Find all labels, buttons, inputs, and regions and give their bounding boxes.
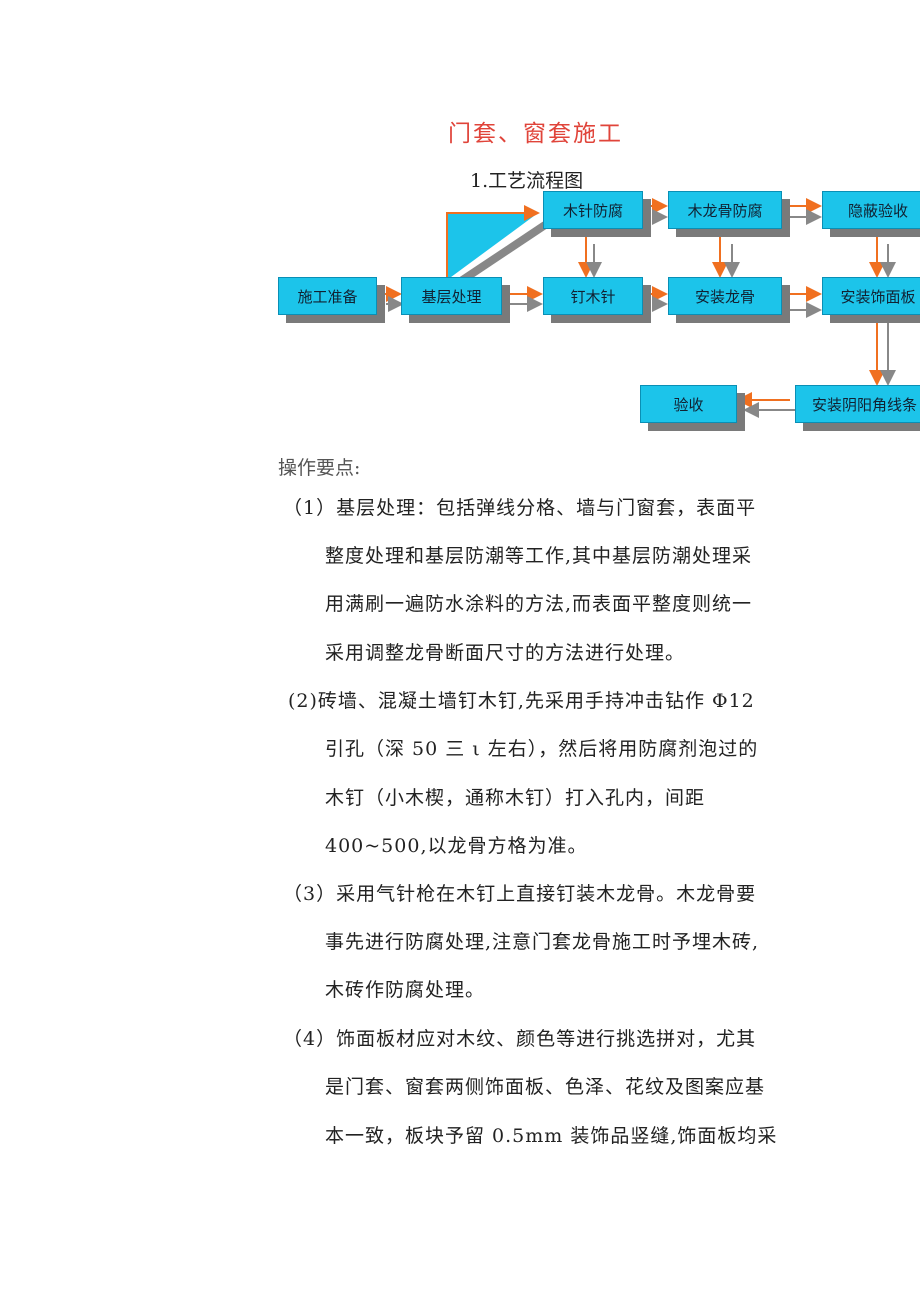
flowchart-caption: 1.工艺流程图 — [470, 170, 584, 192]
flow-node-nail-wood-pins: 钉木针 — [543, 277, 643, 315]
flow-node-keel-anticorrosion: 木龙骨防腐 — [668, 191, 782, 229]
paragraph-line: 本一致，板块予留 0.5mm 装饰品竖缝,饰面板均采 — [325, 1125, 778, 1147]
section-heading: 操作要点: — [278, 457, 361, 479]
flow-node-install-facing-board: 安装饰面板 — [822, 277, 920, 315]
paragraph-line: 整度处理和基层防潮等工作,其中基层防潮处理采 — [325, 545, 753, 567]
flow-node-install-keel: 安装龙骨 — [668, 277, 782, 315]
paragraph-line: (2)砖墙、混凝土墙钉木钉,先采用手持冲击钻作 Φ12 — [288, 690, 755, 712]
paragraph-line: 木砖作防腐处理。 — [325, 979, 486, 1001]
paragraph-line: 采用调整龙骨断面尺寸的方法进行处理。 — [325, 642, 686, 664]
paragraph-line: 引孔（深 50 三 ι 左右），然后将用防腐剂泡过的 — [325, 738, 759, 760]
flow-node-install-corner-lines: 安装阴阳角线条 — [795, 385, 920, 423]
paragraph-line: 400~500,以龙骨方格为准。 — [325, 835, 588, 857]
flow-node-preparation: 施工准备 — [278, 277, 377, 315]
paragraph-line: 是门套、窗套两侧饰面板、色泽、花纹及图案应基 — [325, 1076, 766, 1098]
paragraph-line: 事先进行防腐处理,注意门套龙骨施工时予埋木砖, — [325, 931, 760, 953]
flowchart-arrows — [379, 198, 896, 418]
flow-node-acceptance: 验收 — [640, 385, 737, 423]
flow-node-concealed-inspection: 隐蔽验收 — [822, 191, 920, 229]
connector-shape — [447, 213, 538, 280]
paragraph-line: （4）饰面板材应对木纹、颜色等进行挑选拼对，尤其 — [283, 1028, 757, 1050]
paragraph-line: （1）基层处理：包括弹线分格、墙与门窗套，表面平 — [283, 497, 757, 519]
flow-node-base-treatment: 基层处理 — [401, 277, 502, 315]
document-title: 门套、窗套施工 — [448, 121, 623, 147]
paragraph-line: 木钉（小木楔，通称木钉）打入孔内，间距 — [325, 787, 706, 809]
paragraph-line: （3）采用气针枪在木钉上直接钉装木龙骨。木龙骨要 — [283, 883, 757, 905]
flow-node-wood-pin-anticorrosion: 木针防腐 — [543, 191, 643, 229]
paragraph-line: 用满刷一遍防水涂料的方法,而表面平整度则统一 — [325, 593, 753, 615]
connector-line — [452, 221, 548, 289]
